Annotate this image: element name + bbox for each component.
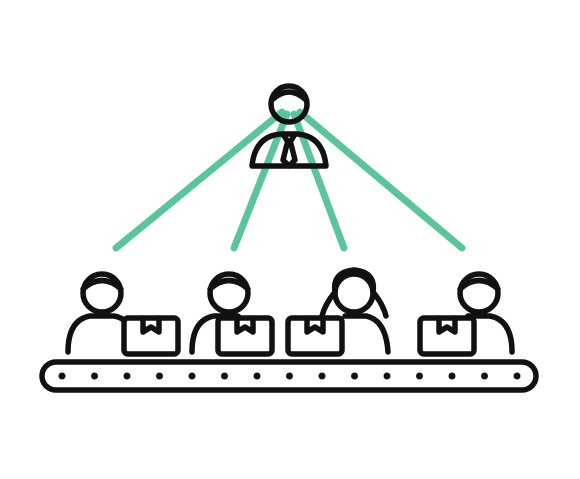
belt-dot	[286, 372, 293, 380]
conveyor-belt-icon	[39, 359, 539, 393]
belt-dot	[383, 372, 391, 380]
box-icon	[285, 315, 345, 357]
sight-line	[296, 108, 466, 252]
worker-female-icon	[319, 267, 391, 355]
belt-dot	[481, 372, 488, 380]
belt-dot	[58, 372, 66, 380]
belt-dot	[351, 372, 358, 380]
box-icon	[121, 315, 181, 357]
supervisor-icon	[249, 83, 329, 169]
belt-dot	[513, 372, 521, 380]
box-icon	[215, 315, 275, 357]
belt-dot	[123, 372, 131, 380]
belt-dot	[253, 372, 261, 380]
worker-icon	[189, 271, 251, 355]
box-icon	[417, 315, 477, 357]
belt-dot	[416, 372, 423, 380]
belt-dot	[188, 372, 196, 380]
belt-dot	[318, 372, 326, 380]
belt-dot	[91, 372, 98, 380]
belt-dot	[448, 372, 456, 380]
belt-dot	[221, 372, 228, 380]
belt-dot	[156, 372, 163, 380]
worker-icon	[457, 271, 515, 355]
sight-line	[112, 108, 286, 252]
belt-rollers	[58, 372, 521, 380]
